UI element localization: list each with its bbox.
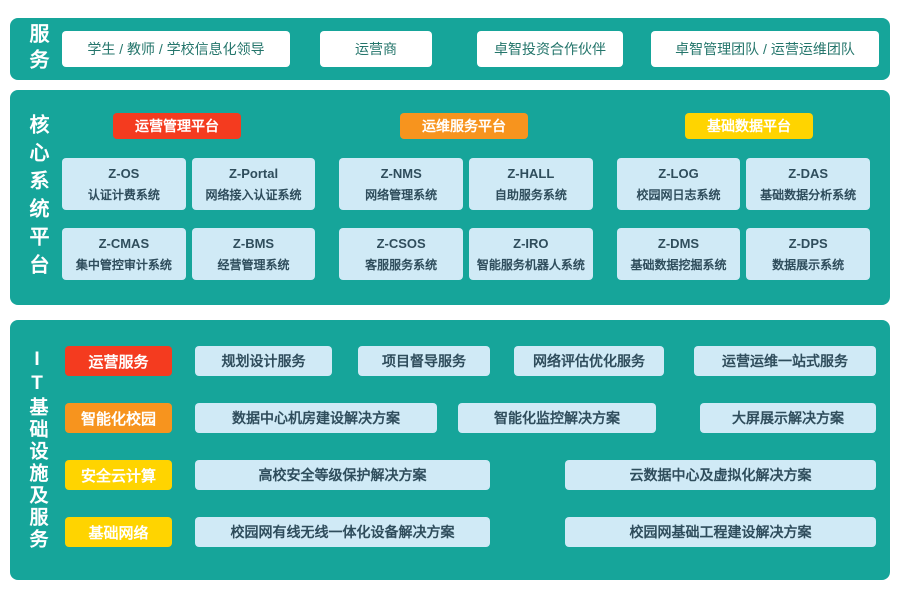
system-box: Z-CSOS 客服服务系统 <box>339 228 463 280</box>
core-band-label-wrap: 核心系统平台 <box>22 90 52 305</box>
system-code: Z-CSOS <box>376 235 426 251</box>
system-name: 数据展示系统 <box>772 257 845 272</box>
it-row-basic-network: 基础网络 校园网有线无线一体化设备解决方案 校园网基础工程建设解决方案 <box>65 517 876 547</box>
category-label-basic-network: 基础网络 <box>65 517 172 547</box>
service-band: 服务 学生 / 教师 / 学校信息化领导 运营商 卓智投资合作伙伴 卓智管理团队… <box>10 18 890 80</box>
system-box: Z-NMS 网络管理系统 <box>339 158 463 210</box>
system-name: 自助服务系统 <box>494 187 567 202</box>
system-name: 客服服务系统 <box>365 257 438 272</box>
it-item: 云数据中心及虚拟化解决方案 <box>565 460 876 490</box>
system-name: 集中管控审计系统 <box>75 257 172 272</box>
it-row-operation-service: 运营服务 规划设计服务 项目督导服务 网络评估优化服务 运营运维一站式服务 <box>65 346 876 376</box>
system-name: 经营管理系统 <box>217 257 290 272</box>
service-item: 卓智管理团队 / 运营运维团队 <box>651 31 879 67</box>
system-box: Z-HALL 自助服务系统 <box>469 158 593 210</box>
systems-grid: Z-OS 认证计费系统 Z-Portal 网络接入认证系统 Z-NMS 网络管理… <box>62 158 870 280</box>
it-item: 网络评估优化服务 <box>514 346 664 376</box>
platform-label-operation-mgmt: 运营管理平台 <box>113 113 241 139</box>
system-code: Z-DAS <box>788 165 829 181</box>
system-box: Z-OS 认证计费系统 <box>62 158 186 210</box>
category-label-smart-campus: 智能化校园 <box>65 403 172 433</box>
core-band-label: 核心系统平台 <box>26 113 48 282</box>
systems-row-2: Z-CMAS 集中管控审计系统 Z-BMS 经营管理系统 Z-CSOS 客服服务… <box>62 228 870 280</box>
system-code: Z-BMS <box>232 235 275 251</box>
platform-label-ops-service: 运维服务平台 <box>400 113 528 139</box>
category-label-operation-service: 运营服务 <box>65 346 172 376</box>
systems-group: Z-CMAS 集中管控审计系统 Z-BMS 经营管理系统 <box>62 228 316 280</box>
system-code: Z-IRO <box>513 235 549 251</box>
it-item: 项目督导服务 <box>358 346 490 376</box>
system-name: 网络接入认证系统 <box>205 187 302 202</box>
it-item: 校园网有线无线一体化设备解决方案 <box>195 517 490 547</box>
system-name: 基础数据分析系统 <box>760 187 857 202</box>
system-code: Z-NMS <box>380 165 422 181</box>
system-box: Z-IRO 智能服务机器人系统 <box>469 228 593 280</box>
system-box: Z-LOG 校园网日志系统 <box>616 158 741 210</box>
system-code: Z-CMAS <box>98 235 150 251</box>
system-code: Z-HALL <box>507 165 555 181</box>
service-item: 卓智投资合作伙伴 <box>477 31 623 67</box>
category-label-secure-cloud: 安全云计算 <box>65 460 172 490</box>
it-band-label-wrap: IT基础设施及服务 <box>22 320 52 580</box>
system-name: 校园网日志系统 <box>636 187 721 202</box>
it-item: 高校安全等级保护解决方案 <box>195 460 490 490</box>
service-items: 学生 / 教师 / 学校信息化领导 运营商 卓智投资合作伙伴 卓智管理团队 / … <box>62 31 880 67</box>
service-item: 运营商 <box>320 31 432 67</box>
service-item: 学生 / 教师 / 学校信息化领导 <box>62 31 290 67</box>
it-item: 校园网基础工程建设解决方案 <box>565 517 876 547</box>
system-code: Z-OS <box>108 165 140 181</box>
it-row-secure-cloud: 安全云计算 高校安全等级保护解决方案 云数据中心及虚拟化解决方案 <box>65 460 876 490</box>
service-band-label: 服务 <box>26 23 48 75</box>
system-name: 智能服务机器人系统 <box>476 257 585 272</box>
system-code: Z-DPS <box>788 235 828 251</box>
system-box: Z-Portal 网络接入认证系统 <box>191 158 316 210</box>
it-infrastructure-band: IT基础设施及服务 运营服务 规划设计服务 项目督导服务 网络评估优化服务 运营… <box>10 320 890 580</box>
systems-group: Z-NMS 网络管理系统 Z-HALL 自助服务系统 <box>339 158 593 210</box>
systems-row-1: Z-OS 认证计费系统 Z-Portal 网络接入认证系统 Z-NMS 网络管理… <box>62 158 870 210</box>
it-band-label: IT基础设施及服务 <box>26 349 48 551</box>
it-item: 智能化监控解决方案 <box>458 403 656 433</box>
it-item: 数据中心机房建设解决方案 <box>195 403 437 433</box>
it-rows: 运营服务 规划设计服务 项目督导服务 网络评估优化服务 运营运维一站式服务 智能… <box>65 346 876 574</box>
system-box: Z-DPS 数据展示系统 <box>746 228 870 280</box>
system-name: 认证计费系统 <box>87 187 160 202</box>
system-name: 基础数据挖掘系统 <box>630 257 727 272</box>
system-box: Z-BMS 经营管理系统 <box>191 228 316 280</box>
it-row-smart-campus: 智能化校园 数据中心机房建设解决方案 智能化监控解决方案 大屏展示解决方案 <box>65 403 876 433</box>
systems-group: Z-OS 认证计费系统 Z-Portal 网络接入认证系统 <box>62 158 316 210</box>
system-code: Z-LOG <box>658 165 699 181</box>
core-systems-band: 核心系统平台 运营管理平台 运维服务平台 基础数据平台 Z-OS 认证计费系统 … <box>10 90 890 305</box>
systems-group: Z-CSOS 客服服务系统 Z-IRO 智能服务机器人系统 <box>339 228 593 280</box>
it-item: 大屏展示解决方案 <box>700 403 876 433</box>
it-item: 运营运维一站式服务 <box>694 346 876 376</box>
service-band-label-wrap: 服务 <box>22 18 52 80</box>
system-box: Z-DAS 基础数据分析系统 <box>746 158 870 210</box>
system-name: 网络管理系统 <box>365 187 438 202</box>
systems-group: Z-LOG 校园网日志系统 Z-DAS 基础数据分析系统 <box>616 158 870 210</box>
it-item: 规划设计服务 <box>195 346 332 376</box>
system-box: Z-CMAS 集中管控审计系统 <box>62 228 186 280</box>
systems-group: Z-DMS 基础数据挖掘系统 Z-DPS 数据展示系统 <box>616 228 870 280</box>
system-code: Z-Portal <box>228 165 279 181</box>
platform-label-base-data: 基础数据平台 <box>685 113 813 139</box>
system-code: Z-DMS <box>657 235 700 251</box>
system-box: Z-DMS 基础数据挖掘系统 <box>616 228 741 280</box>
